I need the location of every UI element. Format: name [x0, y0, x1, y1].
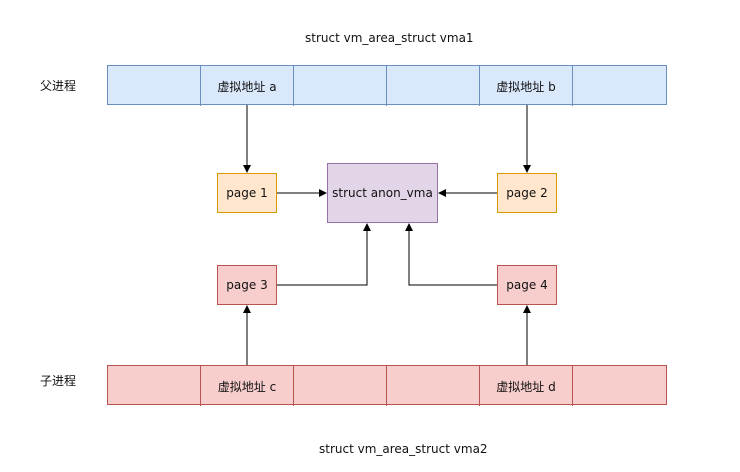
anon-vma-box: struct anon_vma	[327, 163, 438, 223]
parent-cell	[294, 66, 387, 106]
child-cell	[108, 366, 201, 406]
vma2-title: struct vm_area_struct vma2	[319, 442, 488, 456]
arrow-page-4-to-anon-vma	[405, 223, 497, 286]
page-1-box: page 1	[217, 173, 277, 213]
page-4-box: page 4	[497, 265, 557, 305]
parent-cell	[387, 66, 480, 106]
page-3-box: page 3	[217, 265, 277, 305]
parent-vma-row: 虚拟地址 a 虚拟地址 b	[107, 65, 667, 106]
child-cell-vaddr-d: 虚拟地址 d	[480, 366, 573, 406]
child-cell	[294, 366, 387, 406]
parent-cell-vaddr-a: 虚拟地址 a	[201, 66, 294, 106]
child-vma-row: 虚拟地址 c 虚拟地址 d	[107, 365, 667, 406]
parent-cell	[108, 66, 201, 106]
parent-process-label: 父进程	[40, 79, 77, 93]
page-2-box: page 2	[497, 173, 557, 213]
child-process-label: 子进程	[40, 374, 77, 388]
child-cell	[387, 366, 480, 406]
parent-cell-vaddr-b: 虚拟地址 b	[480, 66, 573, 106]
arrow-page-3-to-anon-vma	[277, 223, 371, 286]
vma1-title: struct vm_area_struct vma1	[305, 31, 474, 45]
child-cell-vaddr-c: 虚拟地址 c	[201, 366, 294, 406]
